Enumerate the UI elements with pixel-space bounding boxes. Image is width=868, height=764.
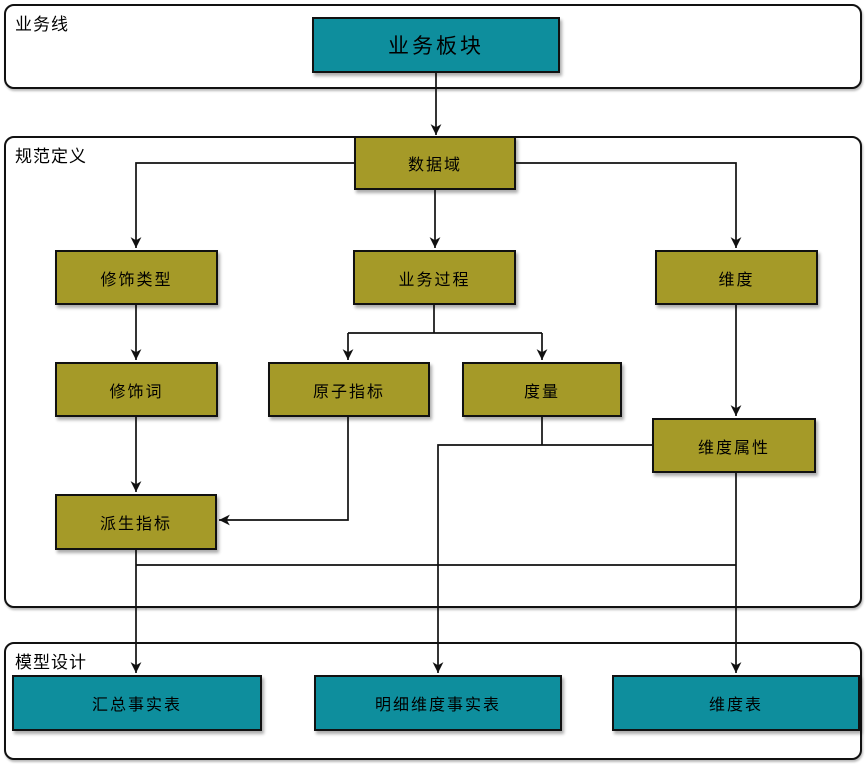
node-derived-indicator: 派生指标 bbox=[55, 494, 217, 550]
node-dimension-table: 维度表 bbox=[612, 675, 860, 731]
edge-atomic-indicator-to-derived-indicator bbox=[219, 417, 349, 526]
node-business-sector: 业务板块 bbox=[312, 17, 560, 73]
node-atomic-indicator: 原子指标 bbox=[268, 362, 430, 417]
edge-data-domain-to-dimension bbox=[516, 162, 742, 248]
node-business-process: 业务过程 bbox=[353, 250, 516, 305]
node-measure: 度量 bbox=[462, 362, 622, 417]
node-data-domain: 数据域 bbox=[354, 136, 516, 190]
node-modifier-word: 修饰词 bbox=[55, 362, 218, 417]
node-dimension: 维度 bbox=[655, 250, 818, 305]
node-summary-fact-table: 汇总事实表 bbox=[12, 675, 262, 731]
section-model-design-label: 模型设计 bbox=[15, 653, 87, 673]
section-spec-definition-label: 规范定义 bbox=[15, 147, 87, 167]
node-modifier-type: 修饰类型 bbox=[55, 250, 218, 305]
section-business-line-label: 业务线 bbox=[15, 15, 69, 35]
node-detail-dimension-fact-table: 明细维度事实表 bbox=[314, 675, 562, 731]
node-dimension-attribute: 维度属性 bbox=[652, 418, 816, 473]
edge-data-domain-to-modifier-type bbox=[130, 162, 354, 248]
edge-to-detail-dimension-fact-table bbox=[432, 444, 652, 673]
